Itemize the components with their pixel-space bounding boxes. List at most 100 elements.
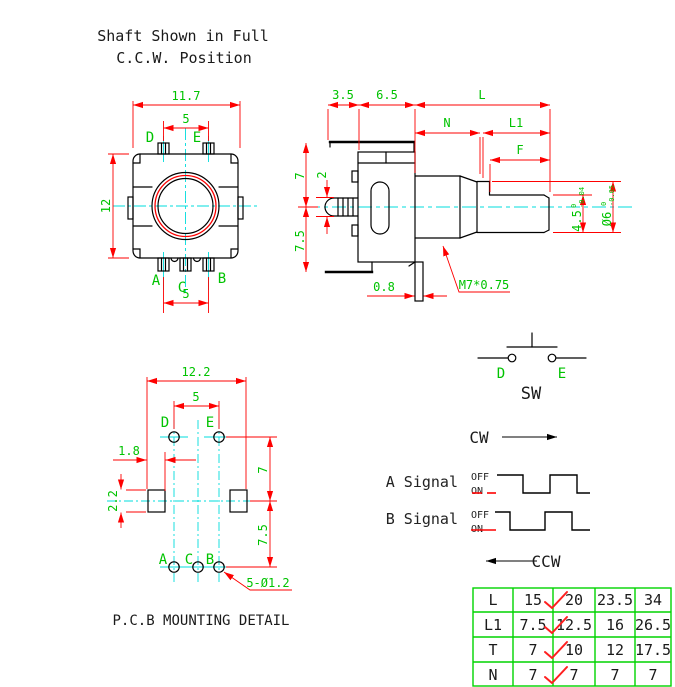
cell: 17.5 xyxy=(635,641,671,659)
side-body-outline xyxy=(324,140,424,302)
side-dim-4-5: 4.5 xyxy=(570,210,584,232)
side-dim-2: 2 xyxy=(315,171,329,178)
table-row-L1: L1 7.5 12.5 16 26.5 xyxy=(484,616,671,634)
pcb-hole-note: 5-Ø1.2 xyxy=(223,571,292,591)
front-shaft-rings xyxy=(151,171,220,241)
cw-label: CW xyxy=(469,428,489,447)
table-row-N: N 7 7 7 7 xyxy=(488,666,658,684)
cell: 26.5 xyxy=(635,616,671,634)
front-view: 11.7 5 12 5 D E A C B xyxy=(99,89,258,313)
front-pin-a-label: A xyxy=(152,273,161,289)
rotation-cw: CW xyxy=(469,428,557,447)
checkmark-icon xyxy=(544,616,568,634)
checkmark-icon xyxy=(544,591,568,609)
ccw-label: CCW xyxy=(532,552,561,571)
cell: 34 xyxy=(644,591,662,609)
cell: 7 xyxy=(528,641,537,659)
front-body-outline xyxy=(127,153,244,263)
shaft-red-ring xyxy=(154,174,217,238)
hole-e xyxy=(213,431,225,443)
front-bottom-span-value: 5 xyxy=(182,287,189,301)
front-pin-labels: D E A C B xyxy=(146,130,226,296)
rotation-ccw: CCW xyxy=(486,552,561,571)
row-label: N xyxy=(488,666,497,684)
cell: 15 xyxy=(524,591,542,609)
switch-contact-right xyxy=(547,353,557,363)
side-dim-dia6: Ø6 xyxy=(600,212,614,226)
shaft-tol-upper: 0 xyxy=(600,202,608,206)
front-top-span-value: 5 xyxy=(182,112,189,126)
pcb-pin-labels: D E A C B xyxy=(159,415,214,568)
hole-d xyxy=(168,431,180,443)
title-line-2: C.C.W. Position xyxy=(116,49,251,67)
checkmark-icon xyxy=(544,666,568,684)
front-dim-top-span: 5 xyxy=(163,112,209,141)
pcb-pin-a-label: A xyxy=(159,552,168,568)
table-row-L: L 15 20 23.5 34 xyxy=(488,591,662,609)
signal-a: A Signal OFF ON xyxy=(386,472,590,497)
switch-pin-e-label: E xyxy=(558,366,566,382)
front-top-pins xyxy=(157,142,215,155)
hole-a xyxy=(168,561,180,573)
side-dim-left: 7 7.5 2 xyxy=(293,143,334,272)
side-dim-L1: L1 xyxy=(509,116,523,130)
side-dim-F: F xyxy=(516,143,523,157)
side-dim-right: 4.5 0 -0.04 Ø6 0 -0.05 xyxy=(492,181,621,233)
cell: 23.5 xyxy=(597,591,633,609)
signal-b-waveform xyxy=(495,511,590,531)
side-dim-row1: 3.5 6.5 L xyxy=(327,88,551,192)
front-pin-c-label: C xyxy=(178,280,186,296)
side-thread-note: M7*0.75 xyxy=(442,245,510,293)
side-dim-N: N xyxy=(443,116,450,130)
row-label: T xyxy=(488,641,497,659)
slot-left xyxy=(147,489,166,513)
pcb-dim-tab-height: 2.2 xyxy=(106,474,146,528)
pcb-pin-d-label: D xyxy=(161,415,169,431)
side-dim-6-5: 6.5 xyxy=(376,88,398,102)
switch-caption: SW xyxy=(521,384,542,404)
front-dim-width: 11.7 xyxy=(132,89,241,148)
cell: 7 xyxy=(648,666,657,684)
row-label: L xyxy=(488,591,497,609)
side-shaft-outline xyxy=(476,180,550,234)
cell: 7 xyxy=(528,666,537,684)
pcb-pin-c-label: C xyxy=(185,552,193,568)
signal-b-label: B Signal xyxy=(386,510,458,528)
pcb-dim-tab-offset: 1.8 xyxy=(113,444,196,491)
pcb-dim-width: 12.2 xyxy=(146,365,247,489)
front-pin-b-label: B xyxy=(218,271,226,287)
side-dim-row2: N L1 xyxy=(415,116,550,178)
pcb-caption: P.C.B MOUNTING DETAIL xyxy=(112,613,289,629)
signal-a-off-label: OFF xyxy=(471,472,489,483)
front-pin-e-label: E xyxy=(193,130,201,146)
shaft-tol-lower: -0.05 xyxy=(608,185,616,206)
front-pin-d-label: D xyxy=(146,130,154,146)
slot-right xyxy=(229,489,248,513)
hole-c xyxy=(192,561,204,573)
pcb-dim-1-8: 1.8 xyxy=(118,444,140,458)
title-block: Shaft Shown in Full C.C.W. Position xyxy=(97,27,269,67)
pcb-width-value: 12.2 xyxy=(182,365,211,379)
switch-contact-left xyxy=(507,353,517,363)
hole-b xyxy=(213,561,225,573)
front-bottom-pins xyxy=(157,257,215,272)
side-dim-row3: F xyxy=(489,143,550,192)
signal-a-on-label: ON xyxy=(471,486,483,497)
side-dim-7-5: 7.5 xyxy=(293,230,307,252)
cell: 7.5 xyxy=(519,616,546,634)
pcb-dim-right: 7 7.5 xyxy=(226,436,277,568)
side-dim-0-8: 0.8 xyxy=(373,280,395,294)
pcb-dim-7-5: 7.5 xyxy=(256,524,270,546)
pcb-dim-span: 5 xyxy=(173,390,220,429)
signal-a-label: A Signal xyxy=(386,473,458,491)
front-dim-bottom-span: 5 xyxy=(163,277,209,313)
front-width-value: 11.7 xyxy=(172,89,201,103)
pcb-span-value: 5 xyxy=(192,390,199,404)
thread-leader-arrow xyxy=(442,245,510,293)
checkmark-icon xyxy=(544,641,568,659)
pcb-dim-7: 7 xyxy=(256,466,270,473)
front-height-value: 12 xyxy=(99,199,113,213)
side-thread-value: M7*0.75 xyxy=(459,278,510,292)
switch-pin-d-label: D xyxy=(497,366,505,382)
